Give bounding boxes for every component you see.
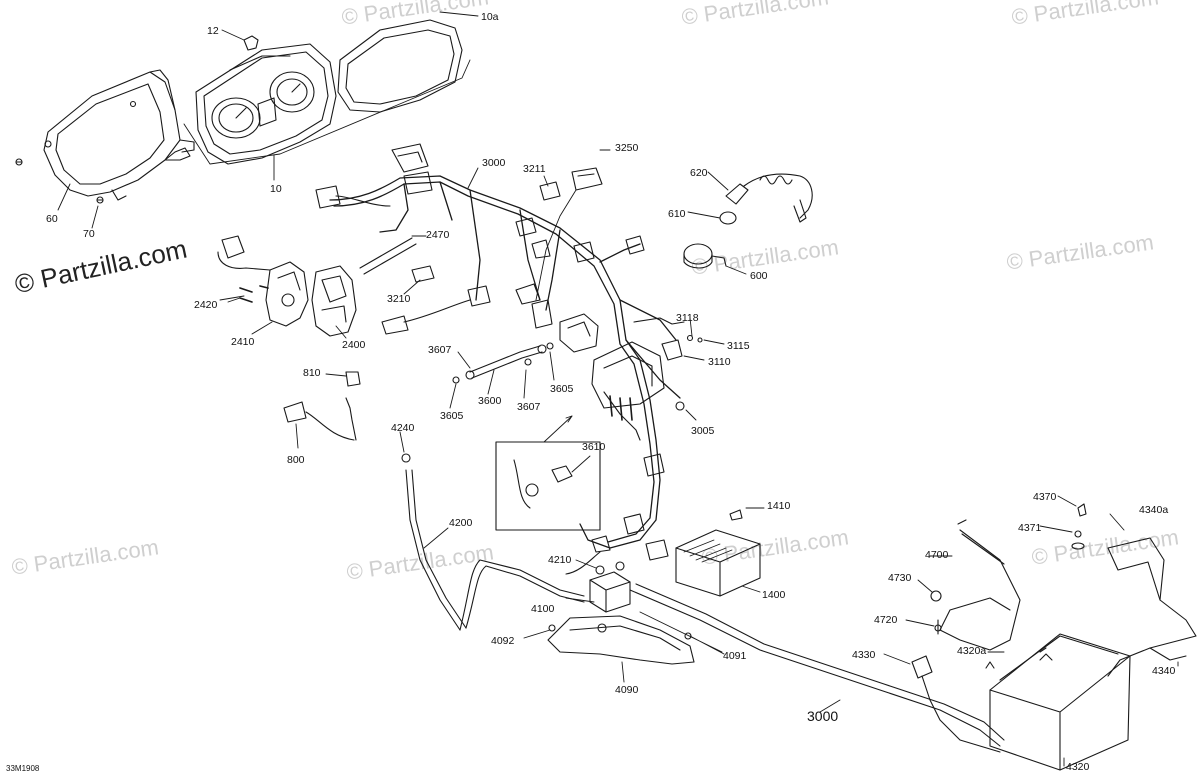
cap-610	[687, 211, 737, 225]
screw-70	[96, 196, 104, 204]
detail-inset-3610	[495, 415, 601, 531]
gauge-cluster	[195, 43, 337, 165]
callout-4090: 4090	[615, 684, 639, 696]
nut-3005	[675, 401, 697, 421]
switch-600	[683, 243, 747, 275]
regulator-1400	[675, 507, 765, 597]
callout-10: 10	[270, 183, 282, 195]
callout-4371: 4371	[1018, 522, 1042, 534]
bolt-4320a	[985, 647, 1047, 669]
cluster-lens	[337, 11, 479, 113]
bracket-4090	[523, 611, 725, 683]
callout-610: 610	[668, 208, 686, 220]
callout-3005: 3005	[691, 425, 715, 437]
callout-3605: 3605	[550, 383, 574, 395]
callout-60: 60	[46, 213, 58, 225]
switch-3250	[535, 149, 611, 301]
solenoid-4100	[565, 559, 631, 613]
sensor-3210	[403, 265, 435, 295]
callout-3600: 3600	[478, 395, 502, 407]
callout-620: 620	[690, 167, 708, 179]
callout-4340: 4340	[1152, 665, 1176, 677]
callout-3605: 3605	[440, 410, 464, 422]
callout-4320: 4320	[1066, 761, 1090, 773]
tether-cord-620	[707, 171, 813, 223]
relay-3600-top	[559, 313, 599, 353]
callout-2420: 2420	[194, 299, 218, 311]
callout-4240: 4240	[391, 422, 415, 434]
nut-4371	[1039, 525, 1085, 550]
harness-connectors	[381, 217, 645, 335]
callout-4320a: 4320a	[957, 645, 987, 657]
callout-1410: 1410	[767, 500, 791, 512]
callout-4340a: 4340a	[1139, 504, 1169, 516]
connector-3211	[539, 175, 561, 201]
sensor-3110	[633, 317, 705, 361]
tube-2470	[359, 235, 427, 275]
callout-4700: 4700	[925, 549, 949, 561]
nut-4730	[917, 579, 942, 602]
battery-strap-4340	[1107, 537, 1197, 677]
diagram-code: 33M1908	[6, 764, 40, 773]
callout-4092: 4092	[491, 635, 515, 647]
battery-cable-3000	[629, 583, 1005, 747]
connectors-lower	[565, 453, 669, 575]
bulb-12	[221, 29, 259, 51]
callout-2400: 2400	[342, 339, 366, 351]
callout-600: 600	[750, 270, 768, 282]
cap-810	[325, 371, 361, 387]
wiring-harness-3000	[329, 175, 681, 549]
callout-2470: 2470	[426, 229, 450, 241]
bolt-4720	[905, 619, 942, 635]
callout-3118: 3118	[676, 312, 699, 324]
fuse-block	[591, 341, 665, 441]
callout-12: 12	[207, 25, 219, 37]
bolt-4370	[1057, 495, 1087, 517]
cable-4330	[883, 653, 1001, 753]
callout-3610: 3610	[582, 441, 606, 453]
callout-70: 70	[83, 228, 95, 240]
switch-2400	[311, 265, 357, 337]
callout-4720: 4720	[874, 614, 898, 626]
callout-800: 800	[287, 454, 305, 466]
callout-4100: 4100	[531, 603, 555, 615]
switch-housing-2410	[265, 261, 309, 327]
sensor-800	[283, 397, 357, 449]
callout-3607: 3607	[428, 344, 452, 356]
callout-3210: 3210	[387, 293, 411, 305]
callout-3000: 3000	[482, 157, 506, 169]
cable-4700	[929, 519, 1021, 651]
callout-4730: 4730	[888, 572, 912, 584]
callout-4091: 4091	[723, 650, 747, 662]
callout-810: 810	[303, 367, 321, 379]
cable-3600	[452, 342, 554, 384]
callout-4210: 4210	[548, 554, 572, 566]
callout-10a: 10a	[481, 11, 499, 23]
callout-3115: 3115	[727, 340, 750, 352]
callout-2410: 2410	[231, 336, 255, 348]
callout-3110: 3110	[708, 356, 731, 368]
battery-4320	[989, 633, 1131, 771]
callout-4330: 4330	[852, 649, 876, 661]
connector-2420-left	[217, 235, 271, 271]
callout-3250: 3250	[615, 142, 639, 154]
connector-cluster-top	[315, 143, 433, 209]
cable-4200	[399, 431, 585, 631]
callout-3607: 3607	[517, 401, 541, 413]
callout-4200: 4200	[449, 517, 473, 529]
callout-3000-large: 3000	[807, 708, 839, 724]
callout-4370: 4370	[1033, 491, 1057, 503]
screw-60	[15, 158, 23, 166]
callout-1400: 1400	[762, 589, 786, 601]
callout-3211: 3211	[523, 163, 546, 175]
cluster-rear-housing	[43, 69, 195, 201]
